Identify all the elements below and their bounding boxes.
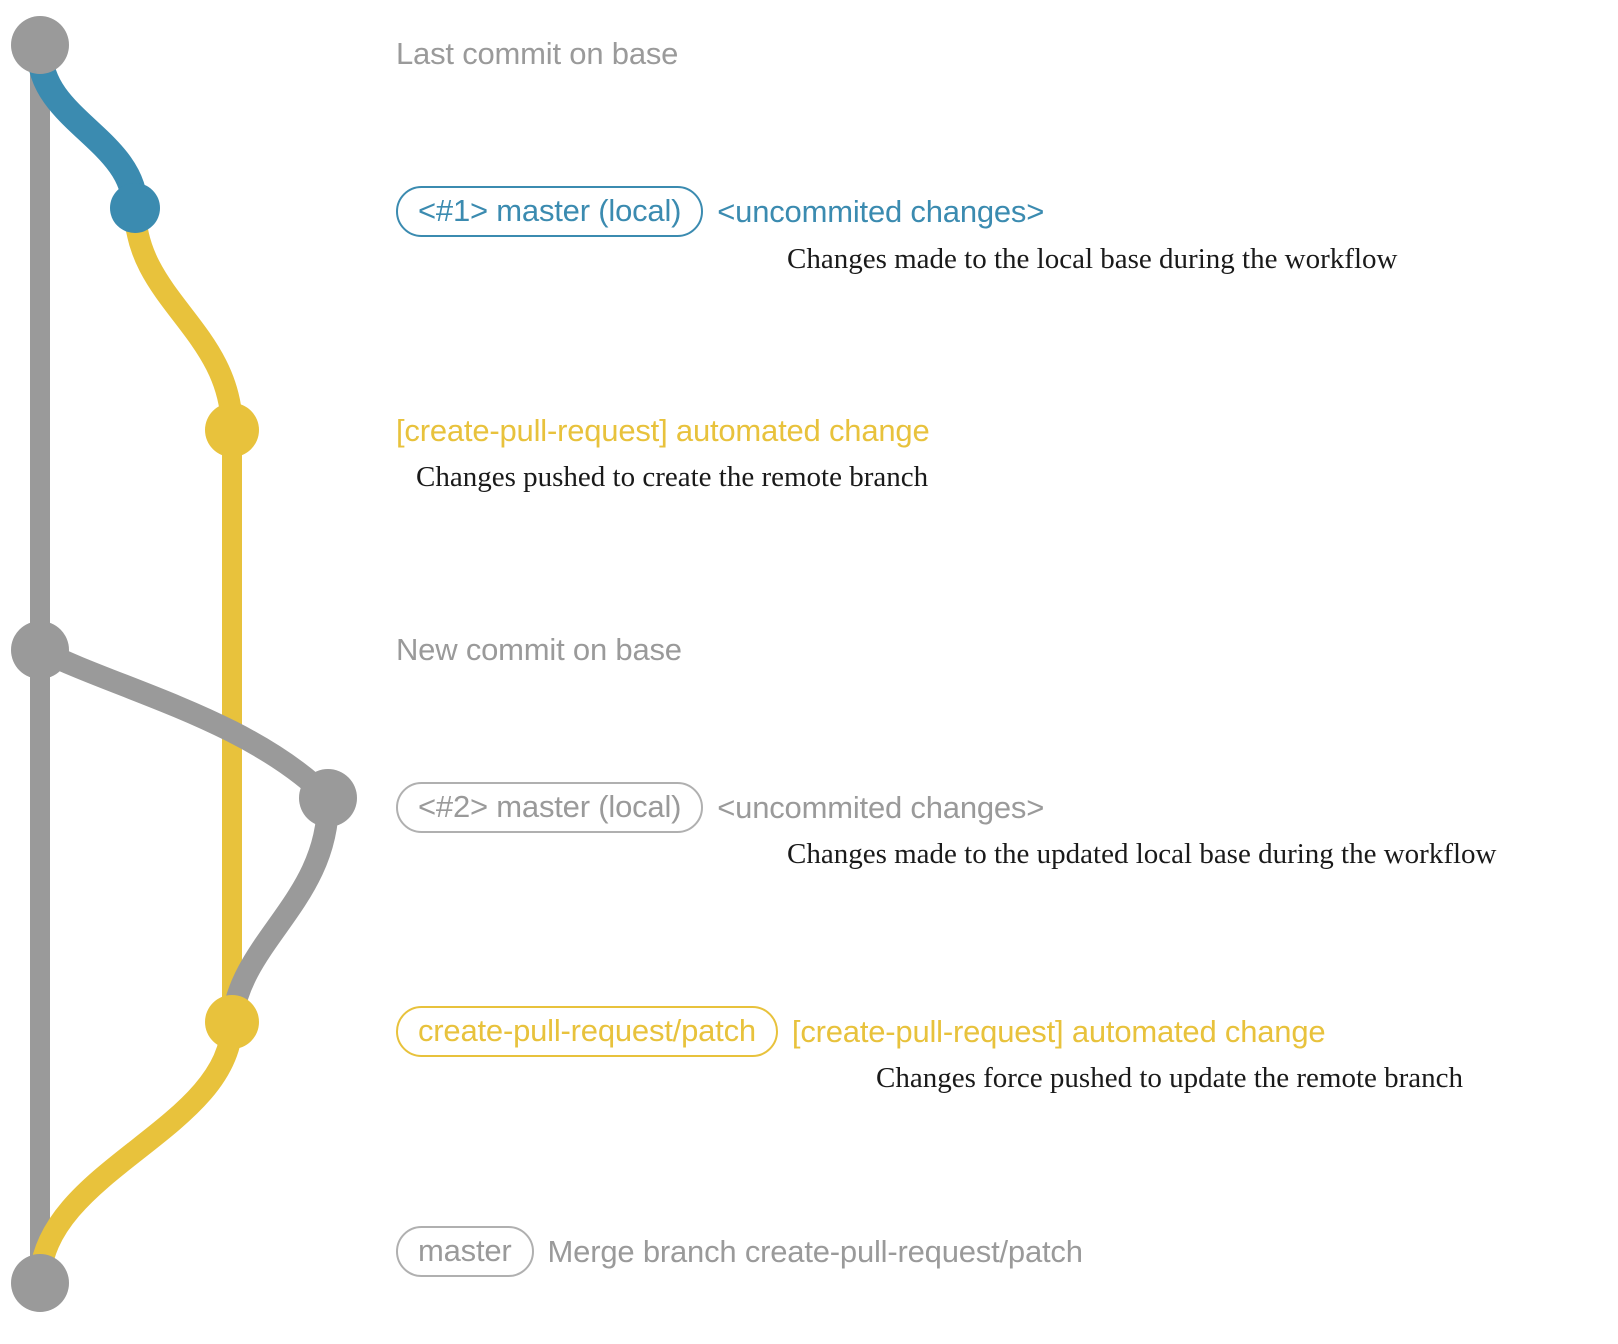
node-automated-change-1[interactable] [205,403,259,457]
node-merge-master[interactable] [11,1254,69,1312]
node-automated-change-2[interactable] [205,995,259,1049]
message-merge-master: Merge branch create-pull-request/patch [547,1234,1083,1269]
message-master-local-2: <uncommited changes> [717,790,1045,825]
row-master-local-2: <#2> master (local) <uncommited changes> [396,782,1044,833]
edge-local-2-to-automated-2 [221,787,340,1033]
description-automated-change-1: Changes pushed to create the remote bran… [416,461,929,493]
row-merge-master: master Merge branch create-pull-request/… [396,1226,1083,1277]
row-create-pull-request-patch: create-pull-request/patch [create-pull-r… [396,1006,1326,1057]
badge-merge-master[interactable]: master [396,1226,534,1277]
node-master-local-1[interactable] [110,183,160,233]
description-create-pull-request-patch: Changes force pushed to update the remot… [876,1062,1464,1094]
node-master-local-2[interactable] [299,769,357,827]
row-last-commit-on-base: Last commit on base [396,36,679,71]
description-master-local-1: Changes made to the local base during th… [787,243,1398,275]
message-master-local-1: <uncommited changes> [717,194,1045,229]
git-graph [11,16,357,1312]
edge-local-1-to-automated-1 [124,197,243,441]
edge-base-to-local-2 [29,639,339,809]
row-automated-change-1: [create-pull-request] automated change [396,413,930,448]
badge-master-local-1[interactable]: <#1> master (local) [396,186,704,237]
badge-create-pull-request-patch[interactable]: create-pull-request/patch [396,1006,778,1057]
row-master-local-1: <#1> master (local) <uncommited changes> [396,186,1044,237]
badge-master-local-2[interactable]: <#2> master (local) [396,782,704,833]
row-new-commit-on-base: New commit on base [396,632,682,667]
message-create-pull-request-patch: [create-pull-request] automated change [791,1014,1326,1049]
node-last-commit-on-base[interactable] [11,16,69,74]
node-new-commit-on-base[interactable] [11,621,69,679]
description-master-local-2: Changes made to the updated local base d… [787,838,1497,870]
edge-automated-2-to-merge [29,1011,243,1294]
